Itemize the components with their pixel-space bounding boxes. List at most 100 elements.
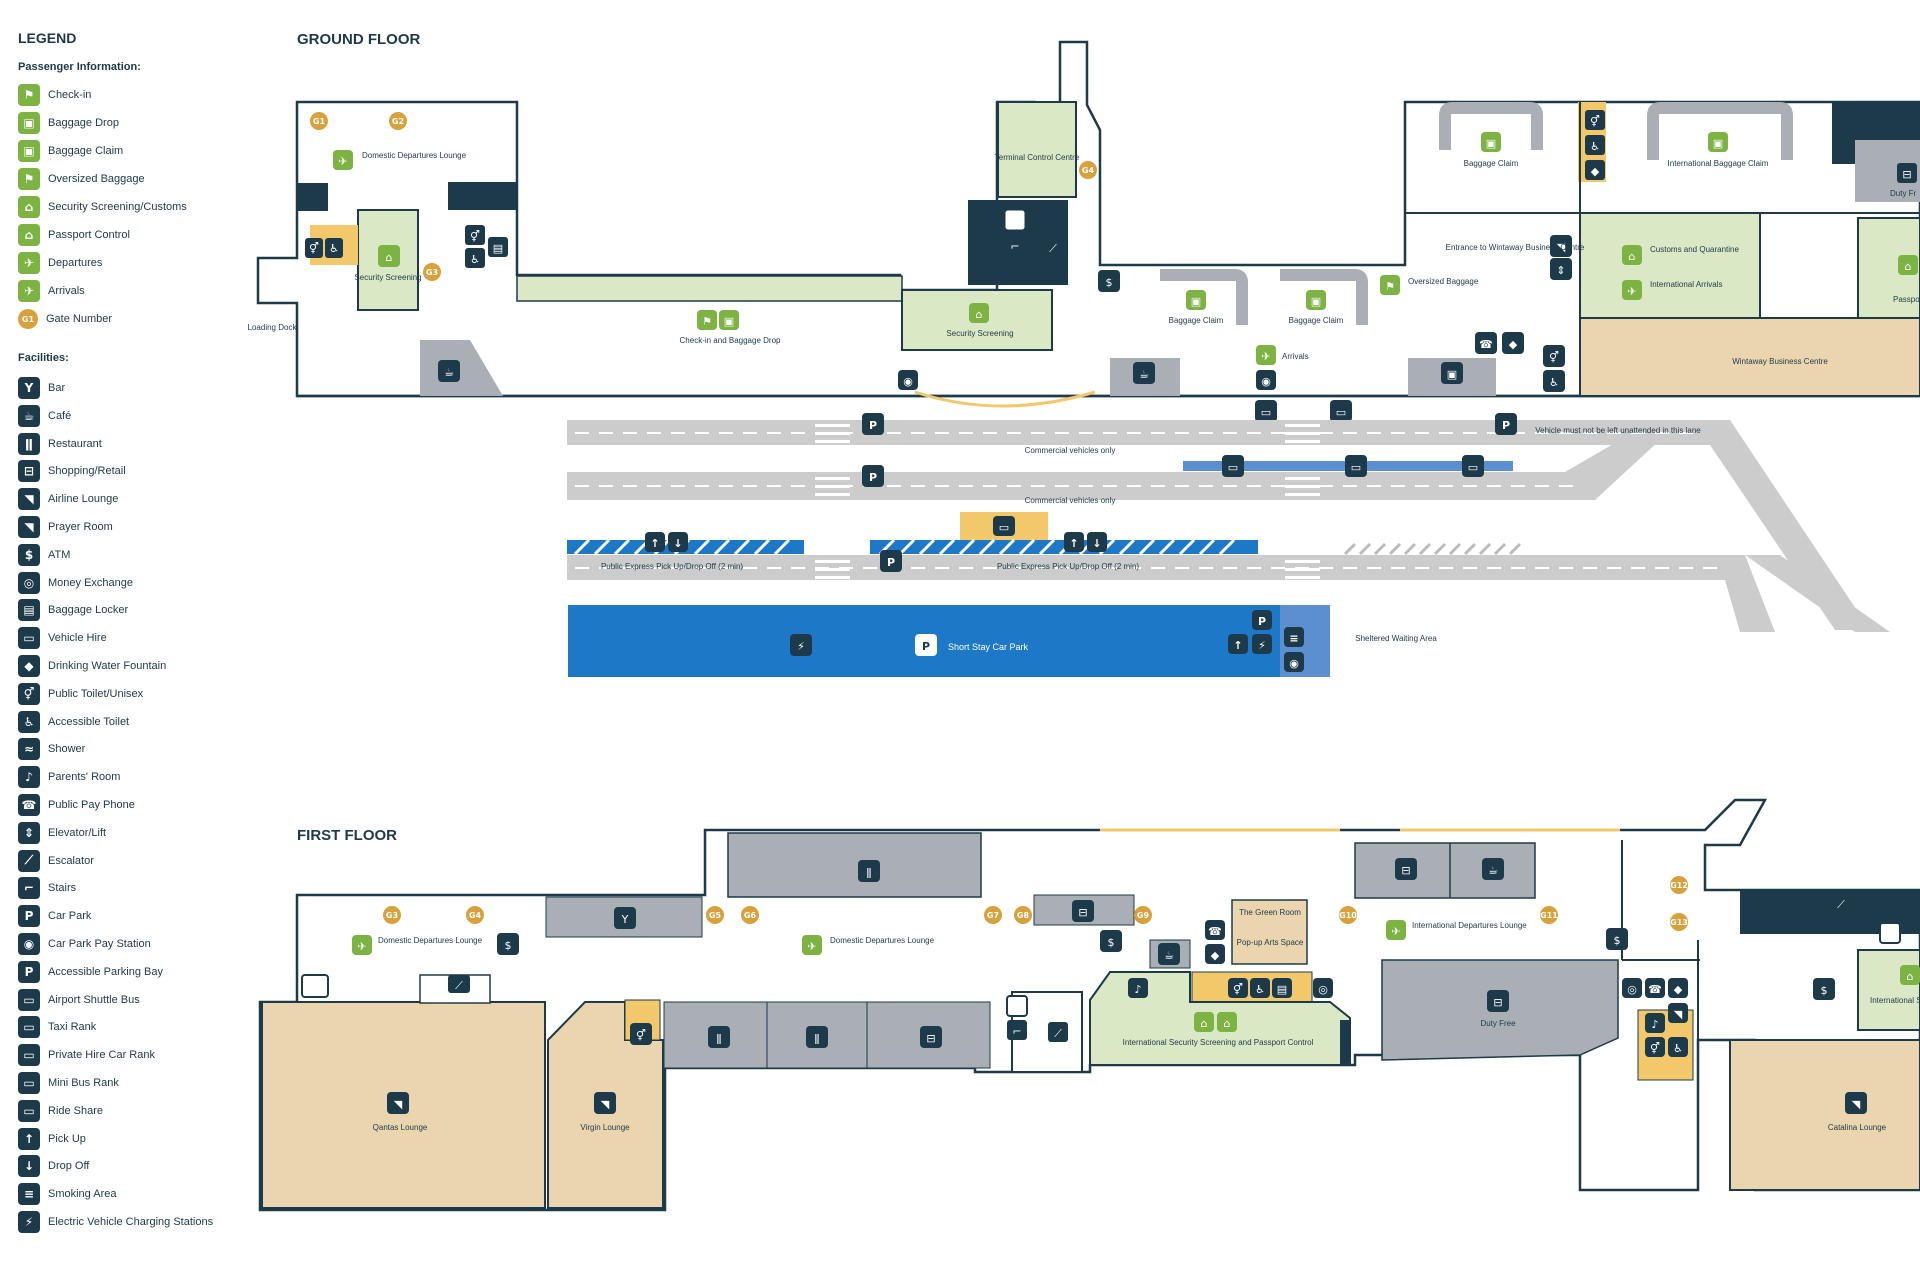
departures-icon (1386, 920, 1406, 940)
security-screening-icon (1900, 965, 1920, 985)
legend-item-label: Drop Off (48, 1160, 90, 1173)
legend-item: ⟋Escalator (18, 849, 94, 872)
legend-item: ⌐Stairs (18, 877, 76, 900)
toilet-icon (1645, 1037, 1665, 1057)
airline-lounge-icon (1550, 235, 1572, 257)
svg-text:ǁ: ǁ (716, 1032, 721, 1045)
svg-text:$: $ (1821, 984, 1828, 997)
check-in-icon (697, 310, 717, 330)
passport-control-icon: ⌂ (18, 224, 40, 246)
legend-item: ▭Private Hire Car Rank (18, 1044, 155, 1067)
escalator-icon: ⟋ (18, 849, 40, 872)
legend-item: ≈Shower (18, 738, 85, 761)
green-room-label: The Green Room (1239, 908, 1301, 917)
svg-text:⊟: ⊟ (1078, 906, 1087, 919)
cafe-block (420, 340, 503, 396)
car-park-icon: P (18, 905, 40, 928)
legend-item-label: Public Toilet/Unisex (48, 687, 144, 700)
legend-item-label: Vehicle Hire (48, 632, 107, 645)
gate-number-icon (383, 906, 401, 924)
security-screening-icon (378, 245, 400, 267)
svg-text:☎: ☎ (1648, 983, 1662, 996)
svg-text:⊟: ⊟ (1902, 168, 1911, 181)
gate-label: G1 (313, 117, 326, 126)
legend-item-label: ATM (48, 548, 71, 561)
legend-item: ▭Airport Shuttle Bus (18, 988, 140, 1011)
atm-icon (497, 933, 519, 955)
ride-share-icon (1462, 455, 1484, 477)
escalator-icon (448, 975, 470, 993)
baggage-claim-icon (1708, 132, 1728, 152)
smoking-icon: ≡ (18, 1183, 40, 1206)
svg-text:⌂: ⌂ (976, 308, 983, 321)
baggage-locker-icon: ▤ (18, 599, 40, 622)
legend-item-label: Gate Number (46, 313, 113, 325)
water-fountain-icon (1668, 978, 1688, 998)
legend-item-label: Taxi Rank (48, 1021, 97, 1034)
svg-text:☕: ☕ (444, 366, 454, 379)
atm-icon (1100, 930, 1122, 952)
gate-number-icon (1540, 906, 1558, 924)
oversized-baggage-icon (1380, 275, 1400, 295)
passenger-info-heading: Passenger Information: (18, 61, 141, 73)
pay-station-icon: ◉ (18, 933, 40, 955)
shower-icon: ≈ (18, 738, 40, 761)
catalina-lounge-label: Catalina Lounge (1828, 1123, 1887, 1132)
drop-off-icon (1087, 532, 1107, 552)
gate-number-icon (466, 906, 484, 924)
airline-lounge-icon (594, 1092, 616, 1114)
baggage-claim-icon (1186, 290, 1206, 310)
legend-item: ◎Money Exchange (18, 571, 133, 594)
departures-icon (333, 150, 353, 170)
svg-text:⚡: ⚡ (1258, 639, 1266, 652)
road-lane-3 (567, 555, 1775, 632)
legend-item: ▭Taxi Rank (18, 1016, 97, 1039)
passport-control-label: Passport Contr (1893, 295, 1920, 304)
legend-item: ✈Arrivals (18, 280, 85, 302)
terminal-control-centre (997, 101, 1077, 198)
svg-text:♿: ♿ (470, 253, 480, 266)
svg-text:▣: ▣ (1191, 295, 1201, 308)
svg-text:↑: ↑ (650, 537, 659, 550)
business-centre-zone (1579, 317, 1920, 397)
svg-text:▭: ▭ (1468, 461, 1478, 474)
legend-item: ♿Accessible Toilet (18, 710, 129, 733)
toilet-icon (1228, 978, 1248, 998)
accessible-toilet-icon: ♿ (18, 710, 40, 733)
customs-label: Customs and Quarantine (1650, 245, 1739, 254)
legend-item-label: Drinking Water Fountain (48, 660, 167, 672)
commercial-vehicles-label: Commercial vehicles only (1025, 446, 1116, 455)
domestic-departures-label: Domestic Departures Lounge (378, 936, 483, 945)
svg-text:▣: ▣ (1713, 137, 1723, 150)
svg-text:⌂: ⌂ (386, 251, 393, 264)
vehicle-notice-label: Vehicle must not be left unattended in t… (1535, 426, 1701, 435)
gate-label: G9 (1137, 911, 1150, 920)
svg-text:ǁ: ǁ (814, 1032, 819, 1045)
accessible-parking-icon (1252, 610, 1272, 630)
elevator-icon (1550, 258, 1572, 280)
elevator-icon (301, 974, 329, 998)
baggage-claim-label: Baggage Claim (1169, 316, 1224, 325)
security-screening-center-label: Security Screening (946, 329, 1013, 338)
international-screening-label: International Scree (1870, 996, 1920, 1005)
business-centre-label: Wintaway Business Centre (1732, 357, 1828, 366)
svg-text:◆: ◆ (1674, 983, 1683, 996)
vehicle-hire-icon (1441, 362, 1463, 384)
gate-label: G2 (392, 117, 404, 126)
svg-text:♿: ♿ (329, 242, 339, 255)
money-exchange-icon: ◎ (18, 571, 40, 594)
legend-item-label: Passport Control (48, 229, 130, 241)
svg-text:↓: ↓ (1092, 537, 1101, 550)
departures-icon (352, 935, 372, 955)
gate-label: G7 (987, 911, 999, 920)
svg-text:$: $ (1106, 276, 1113, 289)
legend-item: ◆Drinking Water Fountain (18, 655, 166, 677)
atm-icon (1098, 270, 1120, 292)
svg-text:✈: ✈ (1391, 925, 1400, 938)
gate-label: G8 (1017, 911, 1030, 920)
legend-item-label: Arrivals (48, 285, 85, 297)
legend-item: ⇕Elevator/Lift (18, 821, 106, 844)
prayer-room-icon (1668, 1003, 1688, 1023)
gate-number-icon (1670, 913, 1688, 931)
